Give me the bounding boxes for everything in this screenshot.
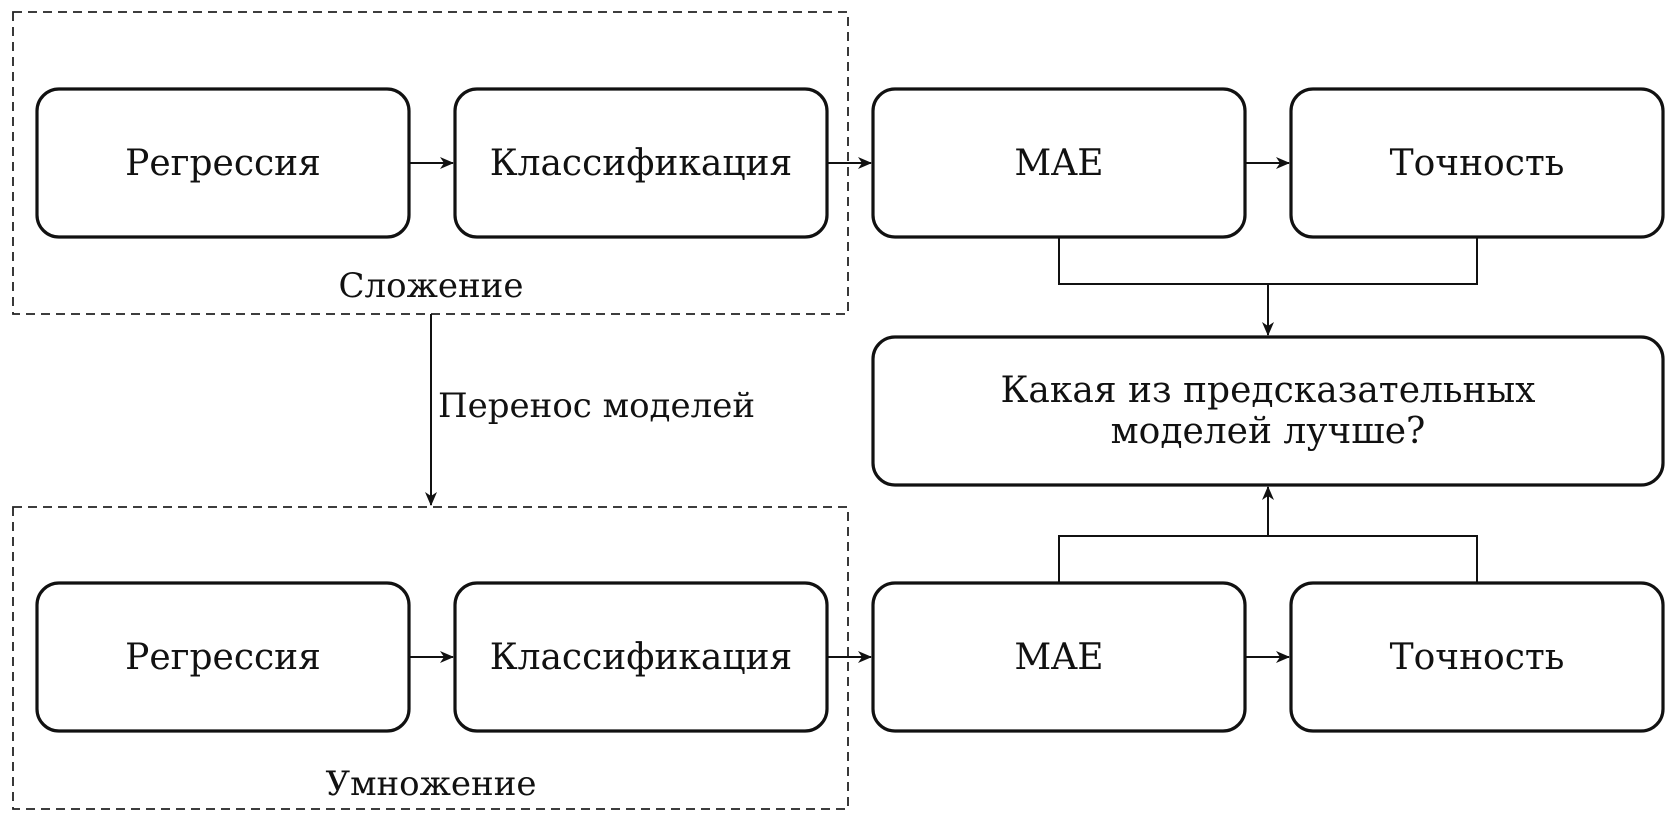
group-multiplication (12, 506, 849, 810)
node-question (871, 335, 1665, 487)
group-multiplication-label: Умножение (326, 764, 537, 804)
node-bottom-classification-label: Классификация (490, 637, 793, 678)
node-top-regression-label: Регрессия (125, 143, 321, 184)
node-top-mae-label: MAE (1014, 143, 1103, 184)
node-top-accuracy-label: Точность (1390, 143, 1565, 184)
group-addition-label: Сложение (339, 266, 524, 306)
node-bottom-accuracy-label: Точность (1390, 637, 1565, 678)
transfer-label: Перенос моделей (438, 386, 755, 426)
node-top-classification-label: Классификация (490, 143, 793, 184)
node-question-line1: Какая из предсказательных (1001, 370, 1536, 411)
node-question-line2: моделей лучше? (1111, 411, 1426, 452)
node-bottom-mae-label: MAE (1014, 637, 1103, 678)
edge-bottom-merge-bracket (1058, 535, 1478, 583)
group-addition (12, 11, 849, 315)
node-bottom-regression-label: Регрессия (125, 637, 321, 678)
edge-top-merge-bracket (1058, 237, 1478, 285)
